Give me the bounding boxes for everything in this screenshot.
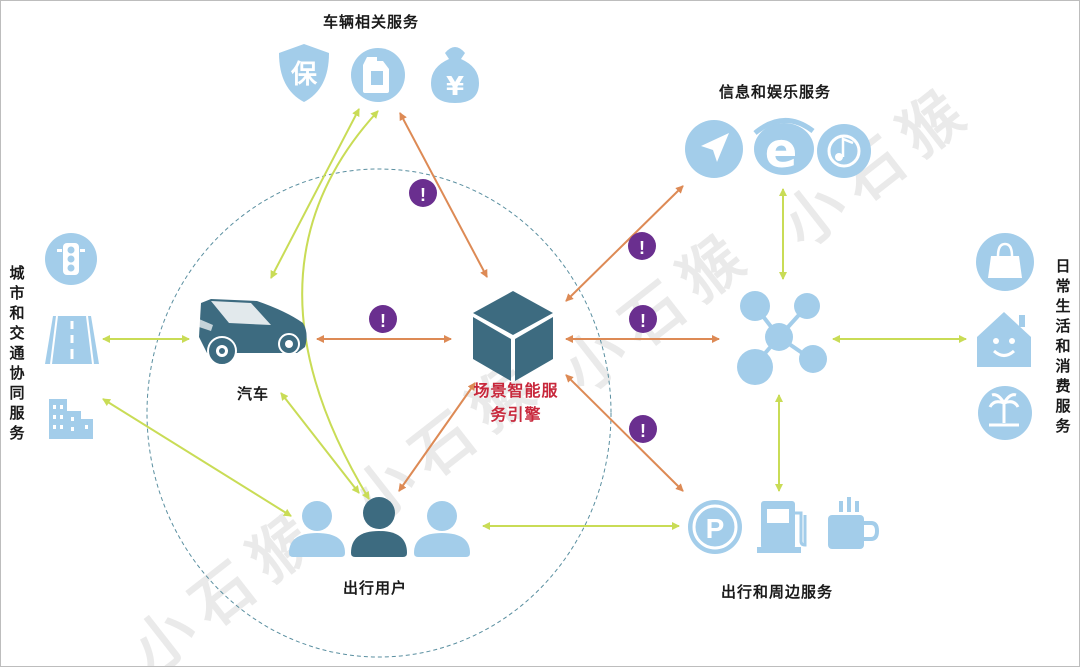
oil-bottle-icon (351, 48, 405, 102)
svg-text:!: ! (639, 238, 645, 258)
gas-station-icon (757, 501, 807, 553)
svg-text:e: e (765, 123, 798, 179)
money-bag-icon: ¥ (431, 47, 479, 103)
home-smile-icon (977, 312, 1031, 367)
buildings-icon (49, 399, 93, 439)
engine-label: 场景智能服务引擎 (473, 381, 559, 424)
alert-icon: ! (629, 305, 657, 333)
insurance-shield-icon: 保 (279, 44, 329, 102)
navigation-icon (685, 120, 743, 178)
arrow-city-users (102, 398, 292, 517)
info-entertainment-label: 信息和娱乐服务 (719, 83, 832, 101)
road-icon (45, 315, 99, 365)
daily-life-label: 日常生活和消费服务 (1055, 257, 1071, 435)
vehicle-services-label: 车辆相关服务 (323, 13, 420, 31)
arrow-car-users (280, 392, 360, 494)
city-traffic-label: 城市和交通协同服务 (9, 264, 25, 442)
traffic-light-icon (45, 233, 97, 285)
car-label: 汽车 (237, 385, 270, 403)
user-group-icon (289, 497, 470, 557)
svg-text:!: ! (420, 185, 426, 205)
browser-ie-icon: e (753, 118, 815, 179)
beach-icon (978, 386, 1032, 440)
parking-icon: P (688, 500, 742, 554)
alert-icon: ! (629, 415, 657, 443)
network-hub-icon (737, 291, 827, 385)
travel-surroundings-label: 出行和周边服务 (721, 583, 834, 601)
arrow-engine-users (398, 382, 476, 492)
svg-text:!: ! (640, 311, 646, 331)
svg-text:P: P (706, 513, 725, 544)
alert-icon: ! (369, 305, 397, 333)
users-label: 出行用户 (343, 579, 408, 597)
arrow-engine-vehicle-services (399, 112, 488, 278)
svg-text:保: 保 (290, 60, 318, 90)
arrow-engine-info (565, 185, 684, 302)
svg-text:!: ! (640, 421, 646, 441)
arrow-car-vehicle-services (270, 108, 360, 279)
arrow-engine-travel (565, 374, 684, 492)
coffee-cup-icon (828, 497, 880, 549)
alert-icon: ! (628, 232, 656, 260)
shopping-bag-icon (976, 233, 1034, 291)
car-icon (199, 299, 307, 366)
svg-text:¥: ¥ (446, 72, 464, 102)
alert-icon: ! (409, 179, 437, 207)
svg-text:!: ! (380, 311, 386, 331)
music-icon (817, 124, 871, 178)
engine-cube-icon (473, 291, 553, 381)
